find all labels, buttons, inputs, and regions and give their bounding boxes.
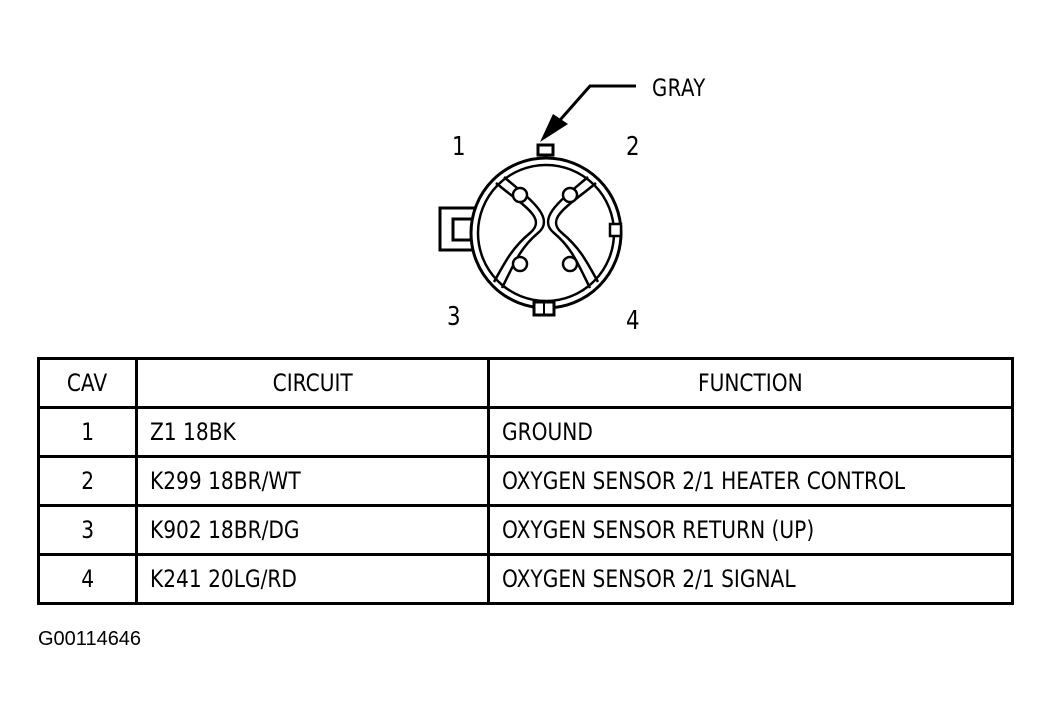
pin-label-1: 1 bbox=[452, 132, 466, 162]
pin-label-3: 3 bbox=[447, 302, 461, 332]
pin-label-4: 4 bbox=[626, 306, 640, 336]
color-label: GRAY bbox=[652, 74, 706, 102]
circuit-cell: K241 20LG/RD bbox=[135, 553, 490, 605]
table-row: 1 Z1 18BK GROUND bbox=[37, 406, 1014, 458]
circuit-cell: K902 18BR/DG bbox=[135, 504, 490, 556]
cav-cell: 2 bbox=[37, 455, 138, 507]
circuit-cell: Z1 18BK bbox=[135, 406, 490, 458]
cavity-3 bbox=[511, 255, 529, 273]
pinout-table: CAV CIRCUIT FUNCTION 1 Z1 18BK GROUND 2 … bbox=[37, 357, 1014, 605]
function-cell: OXYGEN SENSOR 2/1 HEATER CONTROL bbox=[487, 455, 1014, 507]
cavity-4 bbox=[561, 255, 579, 273]
figure-id: G00114646 bbox=[38, 628, 142, 650]
table-header-row: CAV CIRCUIT FUNCTION bbox=[37, 357, 1014, 409]
header-cav: CAV bbox=[37, 357, 138, 409]
cav-cell: 3 bbox=[37, 504, 138, 556]
function-cell: OXYGEN SENSOR 2/1 SIGNAL bbox=[487, 553, 1014, 605]
connector-outer-ring bbox=[469, 156, 623, 310]
function-cell: OXYGEN SENSOR RETURN (UP) bbox=[487, 504, 1014, 556]
circuit-cell: K299 18BR/WT bbox=[135, 455, 490, 507]
table-row: 4 K241 20LG/RD OXYGEN SENSOR 2/1 SIGNAL bbox=[37, 553, 1014, 605]
connector-drawing bbox=[438, 84, 636, 317]
connector-diagram: GRAY 1 2 3 4 bbox=[0, 0, 1051, 350]
header-function: FUNCTION bbox=[487, 357, 1014, 409]
right-key bbox=[608, 222, 623, 238]
top-tab bbox=[536, 143, 555, 157]
gray-arrowhead bbox=[540, 114, 568, 142]
pin-label-2: 2 bbox=[626, 132, 640, 162]
table-row: 3 K902 18BR/DG OXYGEN SENSOR RETURN (UP) bbox=[37, 504, 1014, 556]
table-row: 2 K299 18BR/WT OXYGEN SENSOR 2/1 HEATER … bbox=[37, 455, 1014, 507]
header-circuit: CIRCUIT bbox=[135, 357, 490, 409]
function-cell: GROUND bbox=[487, 406, 1014, 458]
cavity-2 bbox=[561, 186, 579, 204]
cav-cell: 1 bbox=[37, 406, 138, 458]
gray-leader-line bbox=[551, 84, 636, 129]
cav-cell: 4 bbox=[37, 553, 138, 605]
cavity-1 bbox=[511, 186, 529, 204]
